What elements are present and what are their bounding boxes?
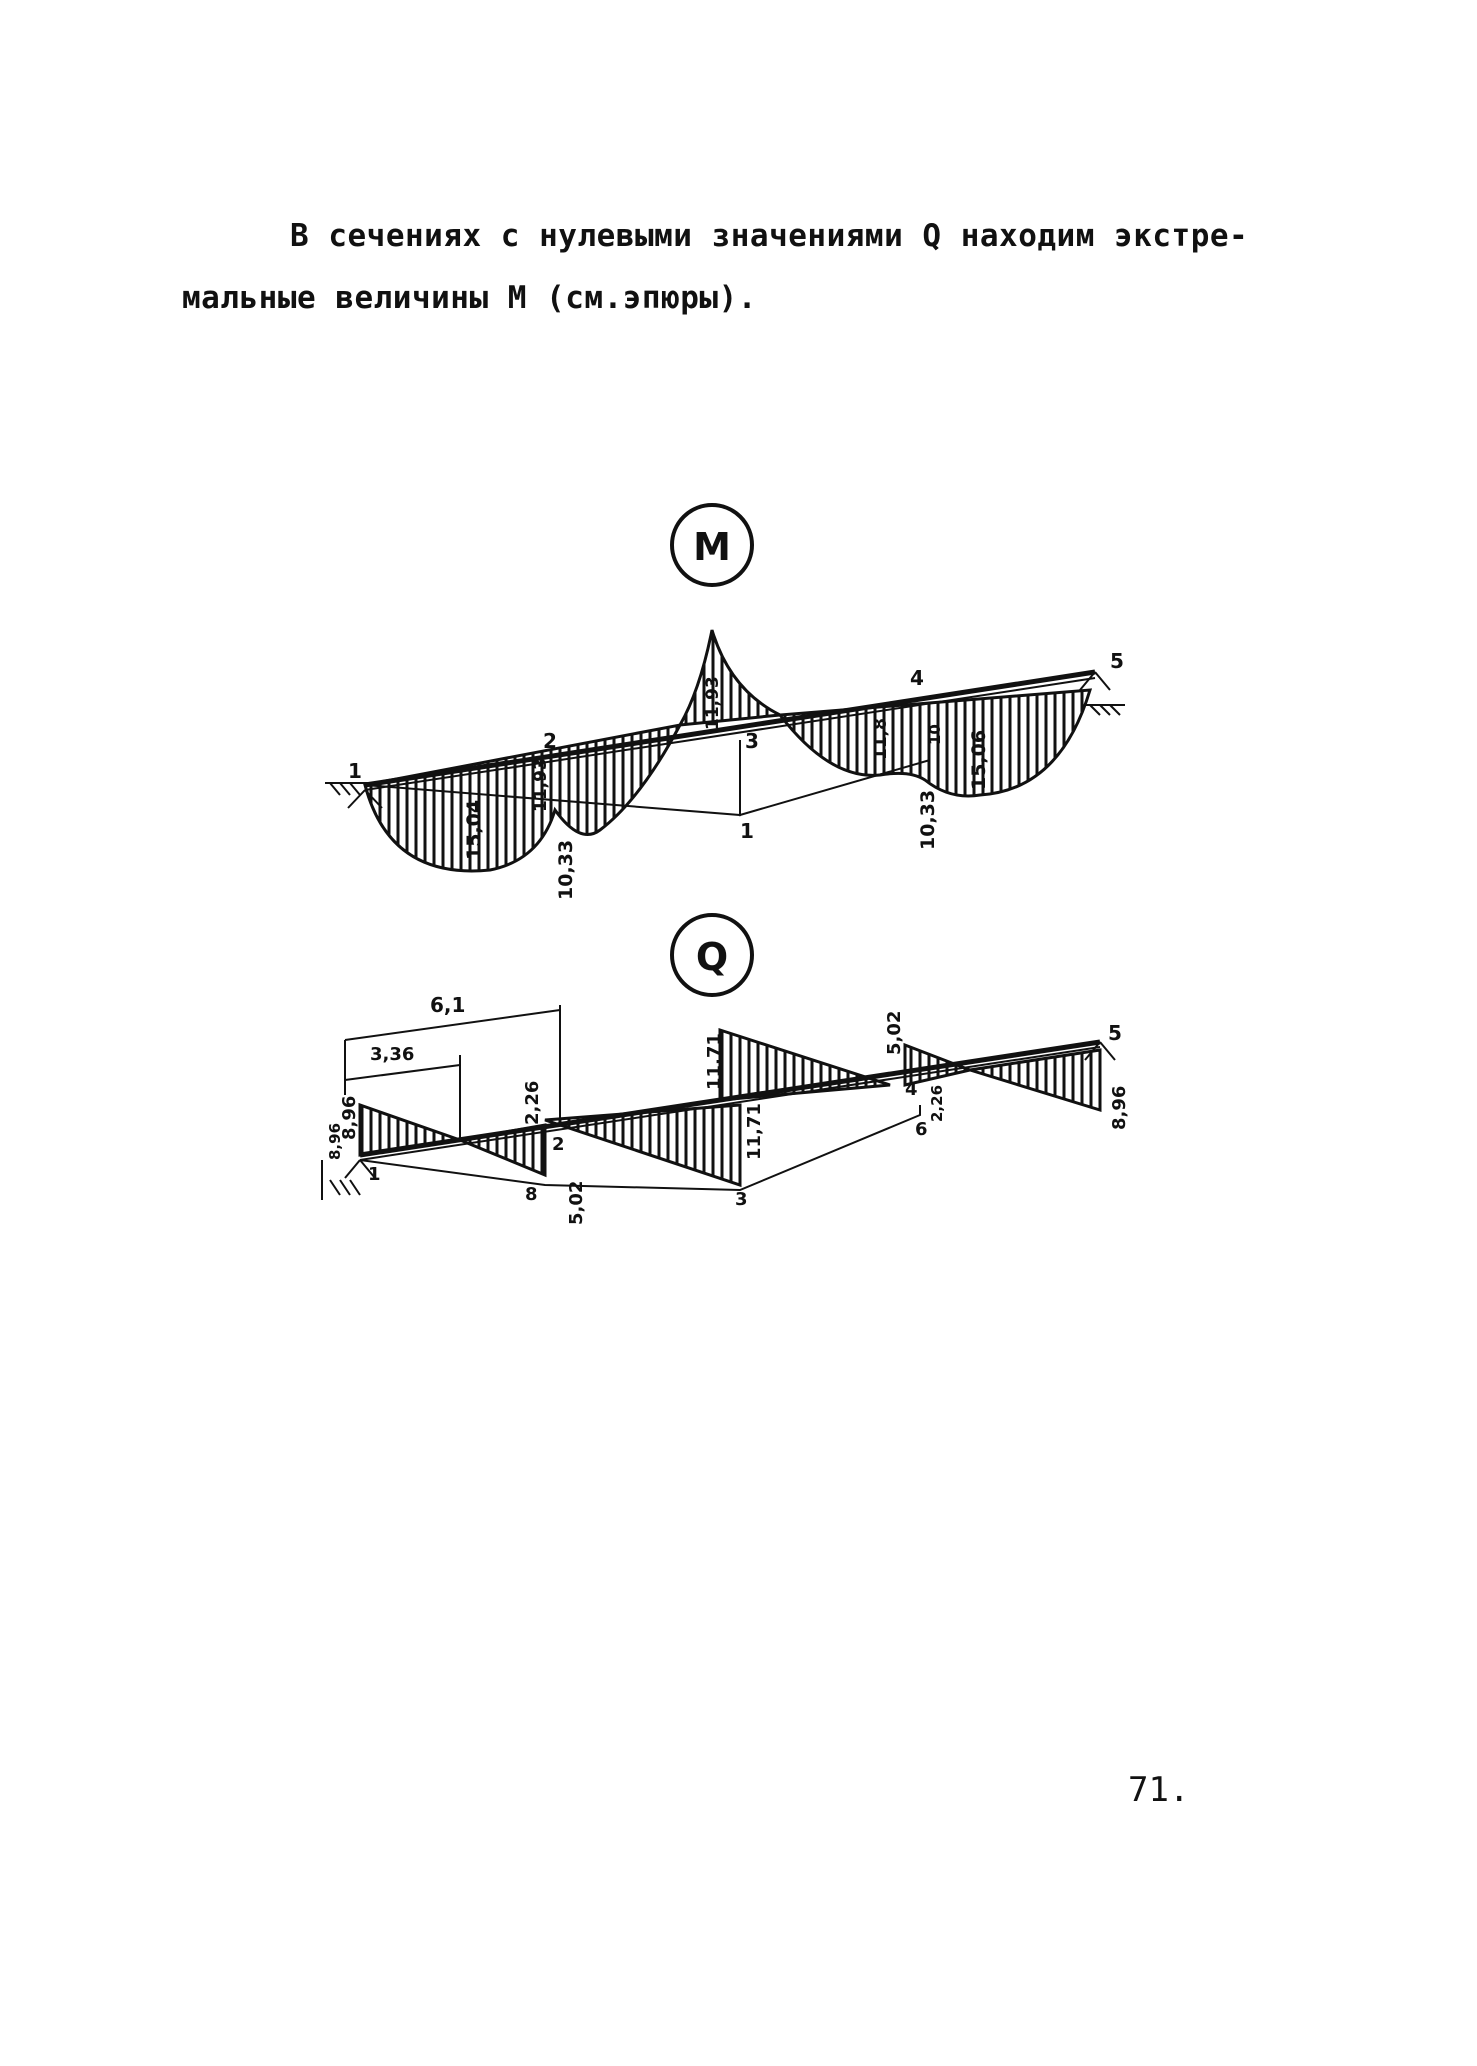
q-value-right-bottom: 8,96 bbox=[1109, 1086, 1130, 1130]
q-value-v4-top: 5,02 bbox=[884, 1011, 905, 1055]
page-number: 71. bbox=[1128, 1770, 1190, 1810]
paragraph-line-2: мальные величины М (см.эпюры). bbox=[182, 280, 757, 316]
q-node-8: 8 bbox=[525, 1184, 538, 1205]
q-dimensions bbox=[344, 1005, 561, 1140]
q-value-v2-bottom: 5,02 bbox=[566, 1181, 587, 1225]
m-right-support bbox=[1079, 671, 1125, 716]
q-beam-axis-lower bbox=[359, 1046, 1101, 1161]
m-right-span-area bbox=[777, 688, 1093, 798]
body-paragraph: В сечениях с нулевыми значениями Q наход… bbox=[182, 205, 1249, 329]
q-right-support bbox=[1084, 1041, 1116, 1061]
shear-diagram: Q 6,1 3,36 bbox=[321, 913, 1130, 1225]
q-value-left-bottom: 8,96 bbox=[326, 1123, 344, 1160]
m-beam-axis bbox=[364, 669, 1096, 788]
m-value-left-mid: 11,93 bbox=[531, 758, 551, 812]
q-beam-axis bbox=[359, 1039, 1101, 1158]
m-node-3: 3 bbox=[745, 729, 759, 753]
q-dim-long: 6,1 bbox=[430, 993, 465, 1017]
m-node-2: 2 bbox=[543, 729, 557, 753]
m-value-center-peak: 11,93 bbox=[703, 676, 723, 730]
m-node-4: 4 bbox=[910, 666, 924, 690]
m-value-left-low: 10,33 bbox=[555, 840, 577, 900]
m-value-right-low: 10,33 bbox=[917, 790, 939, 850]
m-node-5: 5 bbox=[1110, 649, 1124, 673]
m-value-right-max: 15,06 bbox=[968, 730, 990, 790]
m-center-peak-area bbox=[677, 629, 786, 727]
q-node-6: 6 bbox=[915, 1119, 928, 1140]
m-node-1: 1 bbox=[348, 759, 362, 783]
q-value-left-top: 8,96 bbox=[339, 1096, 360, 1140]
q-title-circle bbox=[670, 913, 754, 997]
q-area-6 bbox=[969, 1048, 1102, 1113]
m-value-left-max: 15,04 bbox=[463, 800, 485, 860]
paragraph-line-1: В сечениях с нулевыми значениями Q наход… bbox=[290, 218, 1249, 254]
q-value-v2-top: 2,26 bbox=[522, 1081, 543, 1125]
m-node-1-lower: 1 bbox=[740, 819, 754, 843]
m-truss-lines bbox=[364, 740, 931, 817]
m-beam-axis-lower bbox=[364, 677, 1096, 791]
q-node-4: 4 bbox=[905, 1079, 918, 1100]
q-value-v4-bottom: 2,26 bbox=[928, 1085, 946, 1122]
q-left-support bbox=[321, 1159, 376, 1200]
m-left-support bbox=[325, 782, 383, 809]
m-title: M bbox=[693, 525, 731, 569]
moment-diagram: M 1 2 bbox=[325, 503, 1125, 900]
q-node-1: 1 bbox=[368, 1164, 381, 1185]
q-title: Q bbox=[696, 935, 728, 979]
q-node-2: 2 bbox=[552, 1134, 565, 1155]
q-node-5: 5 bbox=[1108, 1021, 1122, 1045]
q-node-3: 3 bbox=[735, 1189, 748, 1210]
q-value-v3-bottom: 11,71 bbox=[744, 1103, 765, 1160]
q-value-v3-top: 11,71 bbox=[704, 1033, 725, 1090]
m-title-circle bbox=[670, 503, 754, 587]
m-value-right-mid: 11,8 bbox=[871, 718, 891, 760]
m-value-right-small: 10 bbox=[926, 724, 944, 745]
q-truss-lines bbox=[359, 1105, 921, 1192]
q-dim-short: 3,36 bbox=[370, 1044, 414, 1065]
